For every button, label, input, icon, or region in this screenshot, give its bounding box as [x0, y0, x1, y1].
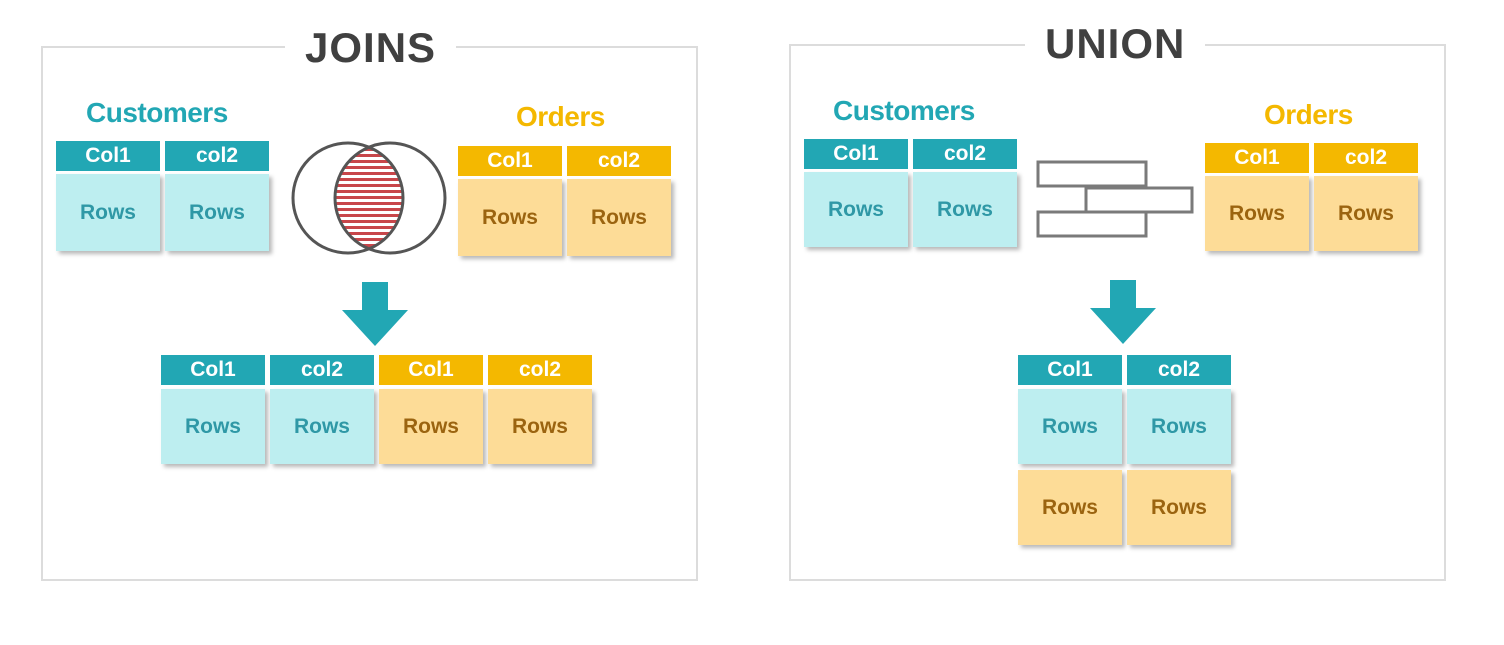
- down-arrow-icon: [342, 282, 408, 346]
- stacked-bars-union-icon: [1036, 160, 1194, 238]
- down-arrow-icon: [1090, 280, 1156, 344]
- joins-customers-title: Customers: [86, 97, 228, 128]
- joins-result-col1-header: Col1: [161, 355, 265, 385]
- joins-orders-col1-header: Col1: [458, 146, 562, 176]
- joins-title: JOINS: [285, 24, 457, 72]
- union-result-rows-4: Rows: [1127, 470, 1231, 545]
- joins-result-rows-4: Rows: [488, 389, 592, 464]
- joins-customers-col1-header: Col1: [56, 141, 160, 171]
- joins-orders-col2-header: col2: [567, 146, 671, 176]
- joins-customers-rows-1: Rows: [56, 174, 160, 251]
- union-customers-rows-2: Rows: [913, 172, 1017, 247]
- joins-result-rows-2: Rows: [270, 389, 374, 464]
- joins-customers-col2-header: col2: [165, 141, 269, 171]
- joins-result-rows-1: Rows: [161, 389, 265, 464]
- union-result-rows-2: Rows: [1127, 389, 1231, 464]
- union-orders-rows-1: Rows: [1205, 176, 1309, 251]
- union-orders-col1-header: Col1: [1205, 143, 1309, 173]
- union-orders-title: Orders: [1264, 99, 1353, 130]
- joins-result-col3-header: Col1: [379, 355, 483, 385]
- union-orders-col2-header: col2: [1314, 143, 1418, 173]
- union-result-col2-header: col2: [1127, 355, 1231, 385]
- union-customers-col1-header: Col1: [804, 139, 908, 169]
- joins-result-rows-3: Rows: [379, 389, 483, 464]
- union-result-rows-3: Rows: [1018, 470, 1122, 545]
- joins-orders-title: Orders: [516, 101, 605, 132]
- joins-orders-rows-1: Rows: [458, 179, 562, 256]
- union-customers-title: Customers: [833, 95, 975, 126]
- joins-result-col2-header: col2: [270, 355, 374, 385]
- union-customers-col2-header: col2: [913, 139, 1017, 169]
- venn-diagram-inner-join-icon: [291, 141, 447, 255]
- union-result-col1-header: Col1: [1018, 355, 1122, 385]
- joins-result-col4-header: col2: [488, 355, 592, 385]
- union-customers-rows-1: Rows: [804, 172, 908, 247]
- union-title: UNION: [1025, 20, 1206, 68]
- joins-customers-rows-2: Rows: [165, 174, 269, 251]
- union-result-rows-1: Rows: [1018, 389, 1122, 464]
- joins-orders-rows-2: Rows: [567, 179, 671, 256]
- union-orders-rows-2: Rows: [1314, 176, 1418, 251]
